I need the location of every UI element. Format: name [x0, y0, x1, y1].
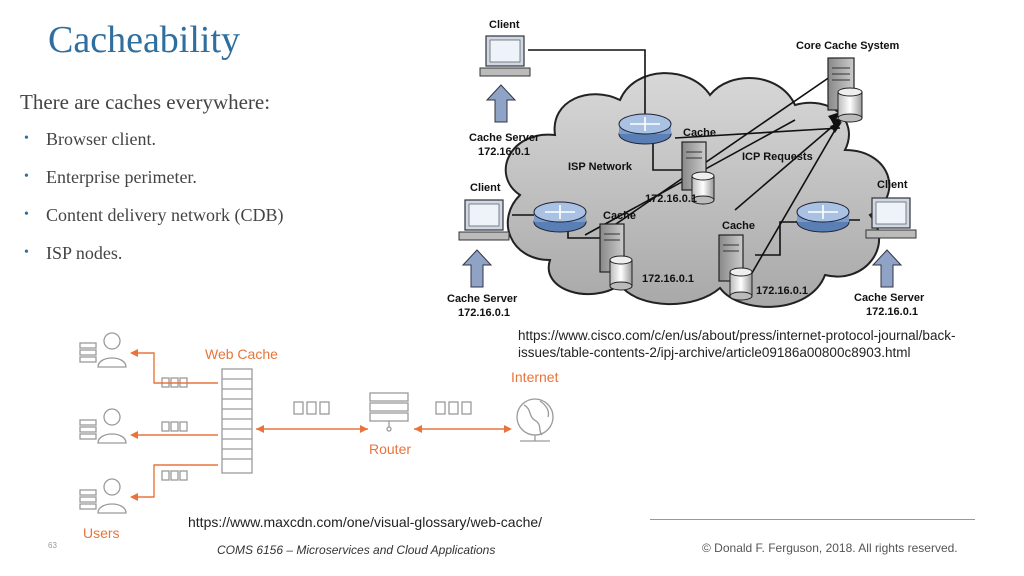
bullet-dot-icon: • [24, 131, 29, 146]
cache-server-label: Cache Server [469, 132, 540, 144]
icp-requests-label: ICP Requests [742, 151, 813, 163]
ip-address: 172.16.0.1 [866, 306, 918, 318]
bullet-dot-icon: • [24, 169, 29, 184]
bullet-list: •Browser client. •Enterprise perimeter. … [24, 128, 283, 280]
internet-label: Internet [511, 369, 559, 385]
cache-server-label: Cache Server [854, 292, 925, 304]
router-label: Router [369, 441, 411, 457]
globe-icon [516, 398, 554, 442]
user-server-icon [79, 408, 127, 444]
bullet-item: •Browser client. [24, 129, 156, 149]
ip-address: 172.16.0.1 [478, 146, 530, 158]
bullet-item: •Content delivery network (CDB) [24, 205, 284, 225]
user-server-icon [79, 478, 127, 514]
footer-divider [650, 519, 975, 520]
cache-label: Cache [683, 127, 716, 139]
client-label: Client [470, 182, 501, 194]
storage-cylinder-icon [691, 171, 715, 205]
maxcdn-source-url: https://www.maxcdn.com/one/visual-glossa… [188, 514, 543, 530]
computer-icon [479, 35, 531, 77]
page-number: 63 [48, 541, 57, 550]
user-server-icon [79, 332, 127, 368]
router-icon [618, 113, 672, 145]
ip-address: 172.16.0.1 [756, 285, 808, 297]
client-label: Client [877, 179, 908, 191]
storage-cylinder-icon [609, 255, 633, 291]
ip-address: 172.16.0.1 [642, 273, 694, 285]
storage-cylinder-icon [729, 267, 753, 301]
bullet-item: •ISP nodes. [24, 243, 123, 263]
cache-label: Cache [722, 220, 755, 232]
footer-copyright: © Donald F. Ferguson, 2018. All rights r… [702, 541, 958, 555]
router-icon [796, 201, 850, 233]
bullet-dot-icon: • [24, 207, 29, 222]
storage-cylinder-icon [837, 87, 863, 123]
bullet-dot-icon: • [24, 245, 29, 260]
intro-text: There are caches everywhere: [20, 90, 271, 114]
computer-icon [458, 199, 510, 241]
isp-network-diagram: ISP Network ICP Requests Client [447, 19, 925, 319]
web-cache-diagram: Web Cache Router Internet Users [79, 332, 559, 541]
up-arrow-icon [461, 249, 493, 288]
up-arrow-icon [871, 249, 903, 288]
cache-server-label: Cache Server [447, 293, 518, 305]
router-icon [533, 201, 587, 233]
bullet-item: •Enterprise perimeter. [24, 167, 197, 187]
computer-icon [865, 197, 917, 239]
client-label: Client [489, 19, 520, 31]
ip-address: 172.16.0.1 [645, 193, 697, 205]
slide-title: Cacheability [48, 19, 241, 61]
core-cache-system-label: Core Cache System [796, 40, 900, 52]
router-icon [369, 392, 409, 432]
up-arrow-icon [485, 84, 517, 123]
ip-address: 172.16.0.1 [458, 307, 510, 319]
cache-label: Cache [603, 210, 636, 222]
web-cache-server-icon [221, 368, 253, 474]
users-label: Users [83, 525, 120, 541]
web-cache-label: Web Cache [205, 346, 278, 362]
footer-course: COMS 6156 – Microservices and Cloud Appl… [217, 543, 496, 557]
cisco-source-url: https://www.cisco.com/c/en/us/about/pres… [518, 328, 956, 360]
isp-network-label: ISP Network [568, 161, 633, 173]
data-flow-arrows [134, 352, 508, 498]
